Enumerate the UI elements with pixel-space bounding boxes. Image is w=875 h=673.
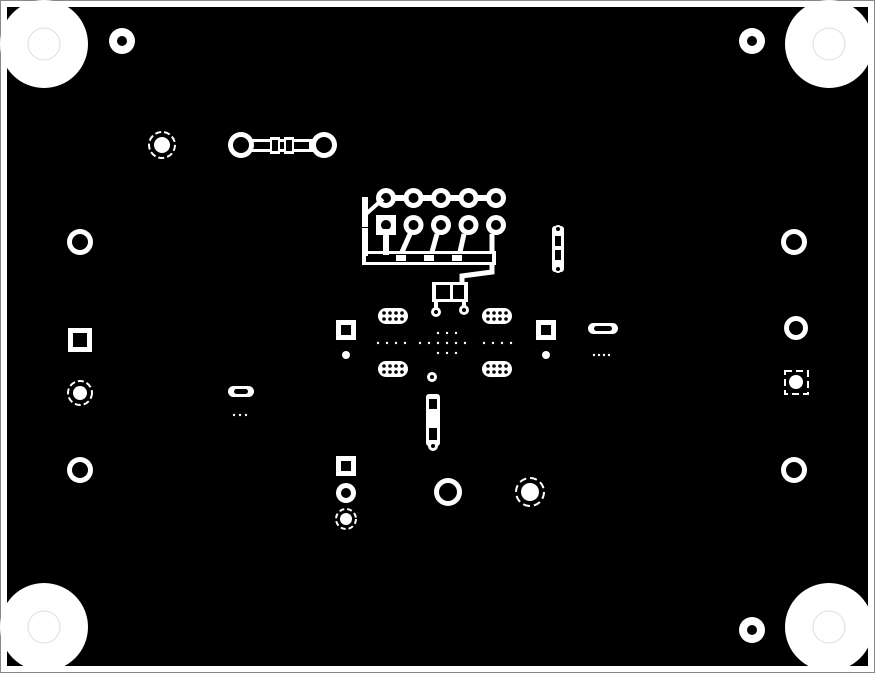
square-pad-center-right <box>536 320 556 359</box>
connector-left-pin-3-thermal <box>67 380 93 406</box>
pin-header-top-row <box>376 188 506 208</box>
pin-header-second-pin <box>403 215 424 235</box>
slot-pad-right <box>588 323 618 357</box>
screw-hole-top-right <box>739 28 765 54</box>
small-component-center <box>431 282 469 317</box>
thermal-via-field <box>376 331 513 355</box>
thermal-via <box>418 341 422 345</box>
mounting-hole-bottom-right <box>785 583 873 671</box>
thermal-via <box>436 351 440 355</box>
pin-column-bottom-square <box>336 456 356 476</box>
large-pad-bottom-center-right <box>515 477 545 507</box>
connector-right-pin-4 <box>781 457 807 483</box>
mounting-hole-top-right <box>785 0 873 88</box>
thermal-via <box>403 341 407 345</box>
pin-header-second-pin <box>458 215 479 235</box>
mounting-hole-top-left <box>0 0 88 88</box>
thermal-via <box>394 341 398 345</box>
pin-header-top-pin <box>486 188 506 208</box>
large-pad-bottom-center-left <box>434 478 462 506</box>
thermal-pad-top-left <box>148 131 176 159</box>
thermal-via <box>376 341 380 345</box>
thermal-via <box>454 341 458 345</box>
thermal-via <box>454 331 458 335</box>
thermal-via <box>436 331 440 335</box>
connector-right-pin-1 <box>781 229 807 255</box>
thermal-via <box>509 341 513 345</box>
via-array-left-bottom <box>378 361 408 377</box>
square-pad-center-left <box>336 320 356 359</box>
thermal-via <box>454 351 458 355</box>
vertical-component-center <box>426 394 440 451</box>
pin-header-top-pin <box>431 188 451 208</box>
pin-column-bottom-round <box>336 483 356 503</box>
via-array-right-bottom <box>482 361 512 377</box>
thermal-via <box>482 341 486 345</box>
screw-hole-top-left <box>109 28 135 54</box>
pin-header-top-pin <box>458 188 479 208</box>
pin-header-second-pin <box>431 215 451 235</box>
thermal-via <box>463 341 467 345</box>
thermal-via <box>427 341 431 345</box>
connector-right-pin-3-square <box>784 370 809 395</box>
thermal-via <box>436 341 440 345</box>
thermal-via <box>445 341 449 345</box>
connector-left-pin-4 <box>67 457 93 483</box>
resistor-top-left <box>228 132 337 158</box>
via-array-right-top <box>482 308 512 324</box>
pin-header-top-pin <box>403 188 424 208</box>
pin-header-second-row <box>376 215 506 235</box>
screw-hole-bottom-right <box>739 617 765 643</box>
thermal-via <box>385 341 389 345</box>
via-array-left-top <box>378 308 408 324</box>
mounting-hole-bottom-left <box>0 583 88 671</box>
board-copper-pour <box>7 7 868 666</box>
thermal-via <box>500 341 504 345</box>
thermal-via <box>445 351 449 355</box>
pin-header-second-pin <box>486 215 506 235</box>
pin-header-second-pin <box>376 215 396 235</box>
thermal-via <box>491 341 495 345</box>
connector-right-pin-2 <box>784 316 808 340</box>
vertical-component-right <box>552 225 564 273</box>
slot-pad-left <box>228 386 254 417</box>
connector-left-pin-2-square <box>68 328 92 352</box>
thermal-via <box>445 331 449 335</box>
connector-left-pin-1 <box>67 229 93 255</box>
pin-column-bottom-thermal <box>335 508 357 530</box>
small-via-center <box>427 372 437 382</box>
